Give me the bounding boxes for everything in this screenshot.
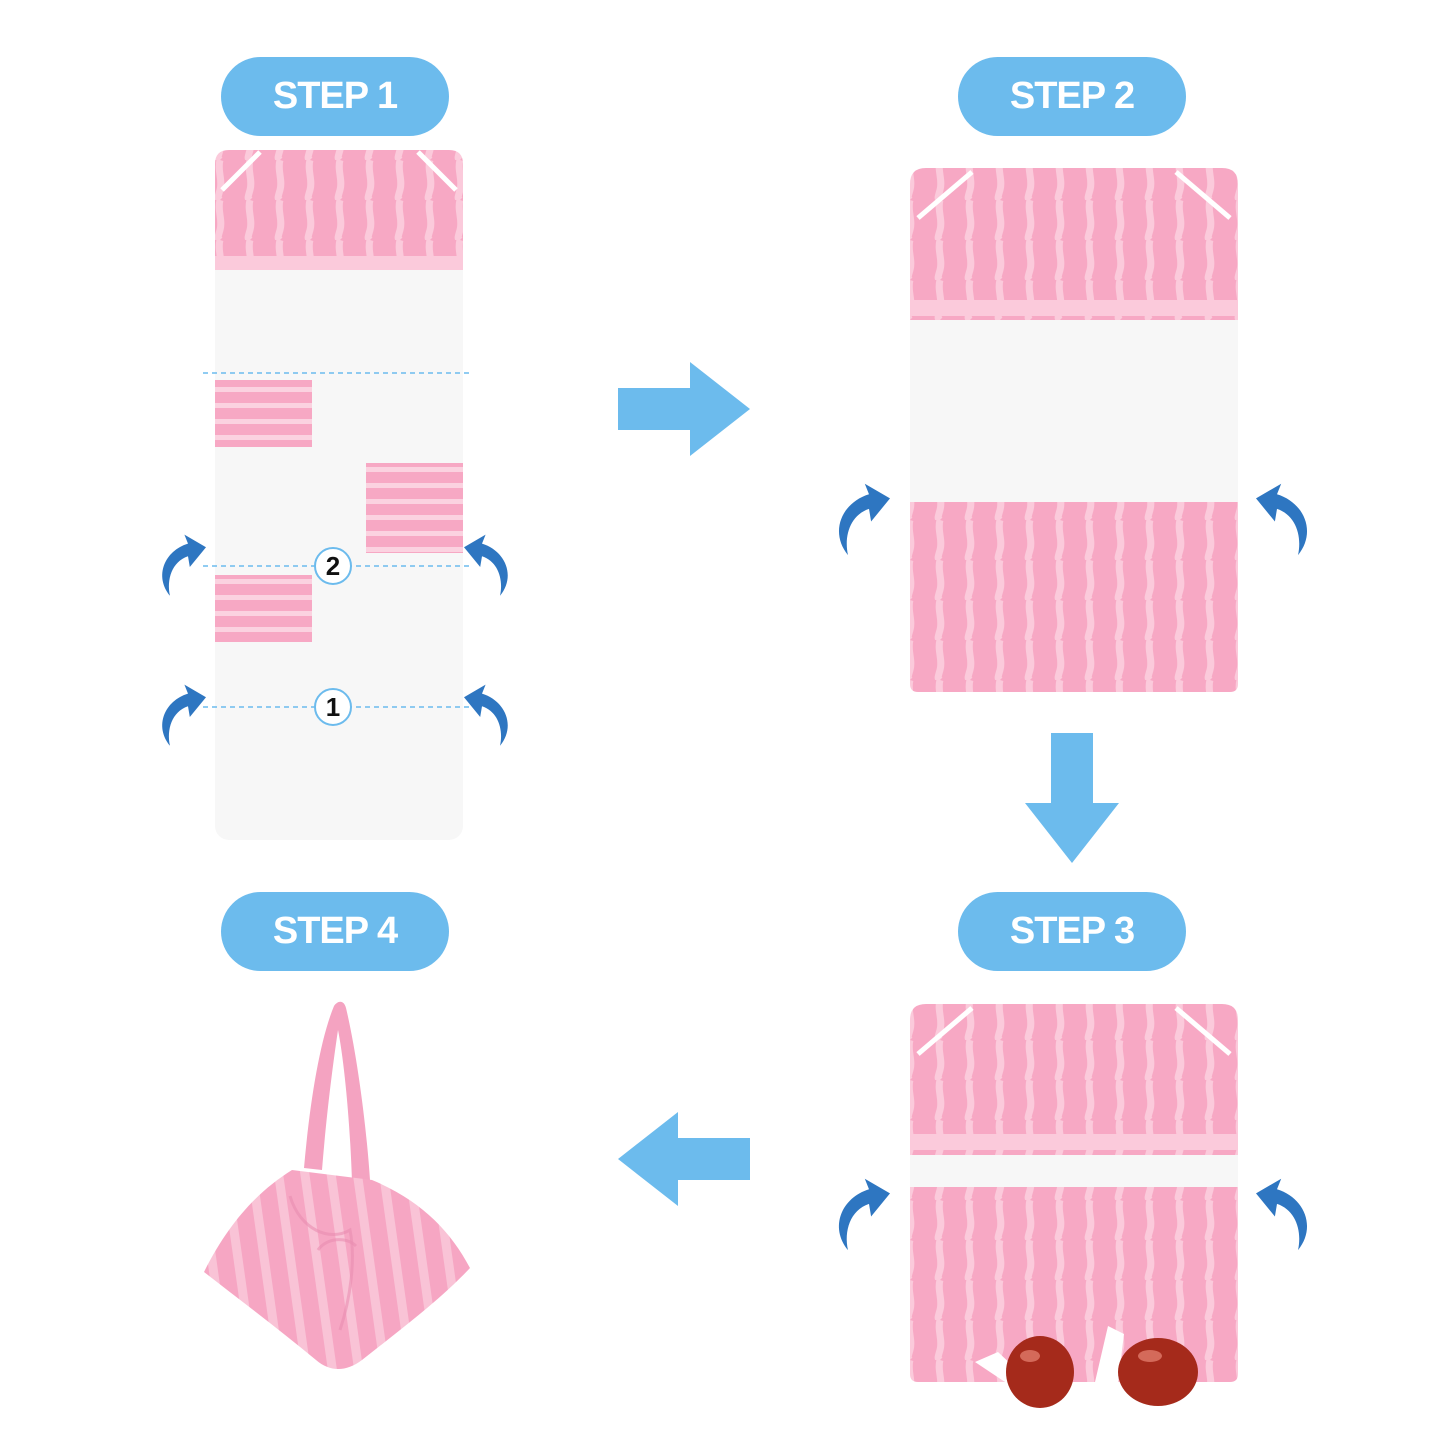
step-2-label: STEP 2 xyxy=(958,57,1186,136)
step-2-towel xyxy=(910,168,1238,692)
arrow-right-icon xyxy=(618,362,750,456)
curved-up-arrow-icon xyxy=(838,1178,890,1251)
pocket-bottom xyxy=(215,575,312,642)
curved-up-arrow-icon xyxy=(464,684,508,746)
step-3-label: STEP 3 xyxy=(958,892,1186,971)
arrow-left-icon xyxy=(618,1112,750,1206)
step-4-bag xyxy=(204,1001,470,1369)
step-3-towel xyxy=(910,1004,1238,1408)
accessory-icon xyxy=(975,1326,1198,1408)
curved-up-arrow-icon xyxy=(1256,483,1308,556)
curved-up-arrow-icon xyxy=(838,483,890,556)
step-1-towel xyxy=(215,150,463,840)
curved-up-arrow-icon xyxy=(464,534,508,596)
fold-marker-1: 1 xyxy=(314,688,352,726)
fold-marker-2: 2 xyxy=(314,547,352,585)
step-4-label: STEP 4 xyxy=(221,892,449,971)
curved-up-arrow-icon xyxy=(1256,1178,1308,1251)
pocket-top xyxy=(215,380,312,447)
step-1-pockets xyxy=(215,380,463,642)
step-1-label: STEP 1 xyxy=(221,57,449,136)
curved-up-arrow-icon xyxy=(162,534,206,596)
pocket-right xyxy=(366,463,463,553)
arrow-down-icon xyxy=(1025,733,1119,863)
curved-up-arrow-icon xyxy=(162,684,206,746)
